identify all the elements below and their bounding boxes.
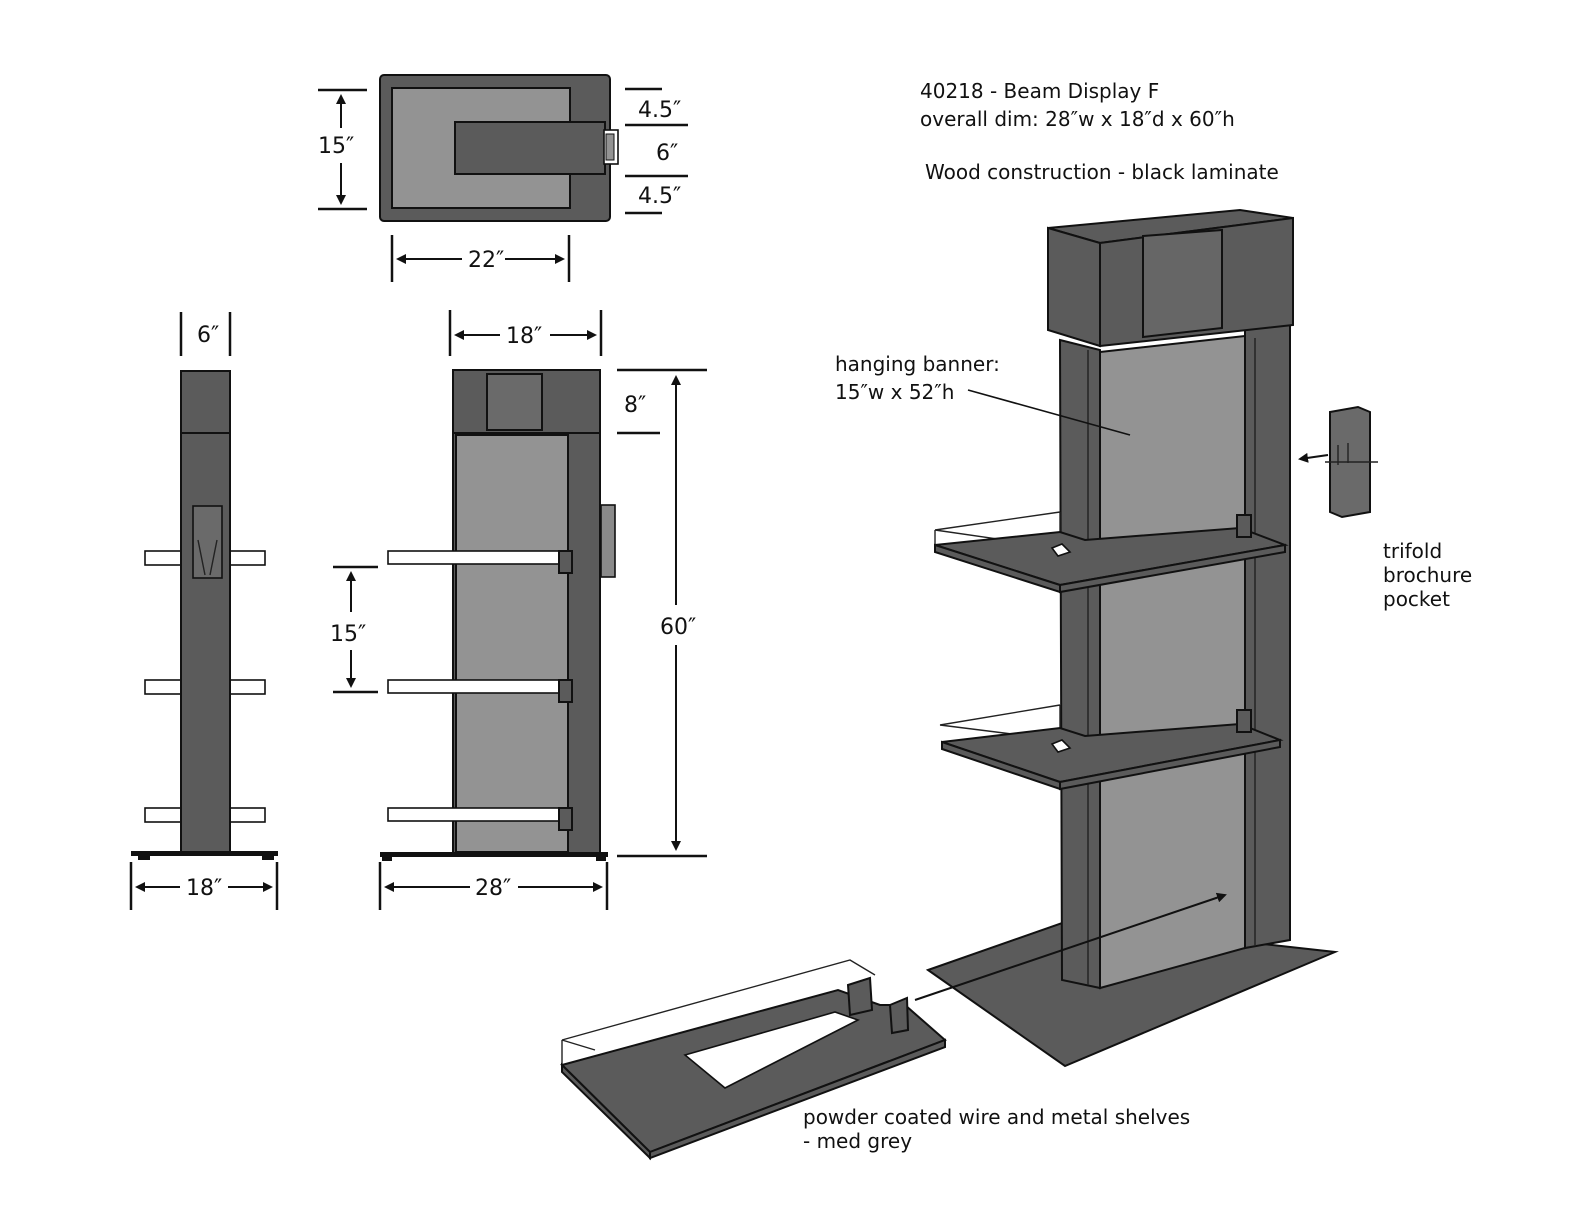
top-depth-dim: 15″: [318, 134, 354, 159]
side-column-width-dim: 6″: [197, 323, 219, 348]
top-seg2-dim: 6″: [656, 141, 678, 166]
front-width-top-dim: 18″: [506, 324, 542, 349]
top-seg1-dim: 4.5″: [638, 98, 681, 123]
top-seg3-dim: 4.5″: [638, 184, 681, 209]
pocket-callout-line1: trifold: [1383, 539, 1442, 563]
shelves-callout-line1: powder coated wire and metal shelves: [803, 1105, 1190, 1129]
pocket-callout-line3: pocket: [1383, 587, 1450, 611]
isometric-view: [560, 208, 1378, 1161]
banner-callout-line1: hanging banner:: [835, 352, 1000, 376]
pocket-callout-line2: brochure: [1383, 563, 1472, 587]
front-base-dim: 28″: [475, 876, 511, 901]
material-note: Wood construction - black laminate: [925, 160, 1279, 184]
top-width-dim: 22″: [468, 248, 504, 273]
shelf-spacing-dim: 15″: [330, 622, 366, 647]
top-view: 15″ 22″ 4.5″ 6″ 4.5″: [318, 74, 688, 282]
title-line1: 40218 - Beam Display F: [920, 79, 1159, 103]
side-base-dim: 18″: [186, 876, 222, 901]
banner-callout-line2: 15″w x 52″h: [835, 380, 954, 404]
title-line2: overall dim: 28″w x 18″d x 60″h: [920, 107, 1235, 131]
header-height-dim: 8″: [624, 393, 646, 418]
front-view: 18″ 15″ 8″ 60″ 28″: [330, 310, 707, 910]
shelves-callout-line2: - med grey: [803, 1129, 912, 1153]
overall-height-dim: 60″: [660, 615, 696, 640]
side-view: 6″ 18″: [129, 312, 279, 910]
